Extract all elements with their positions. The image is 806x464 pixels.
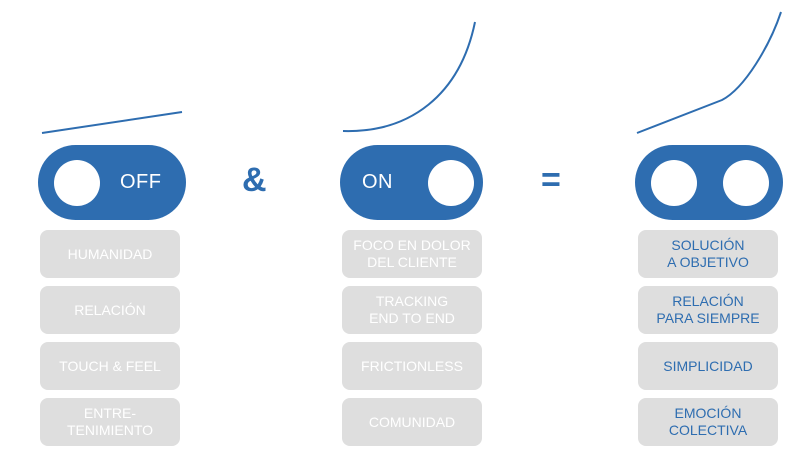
item-solucion-objetivo: SOLUCIÓN A OBJETIVO xyxy=(638,230,778,278)
toggle-knob-right xyxy=(723,160,769,206)
item-humanidad: HUMANIDAD xyxy=(40,230,180,278)
item-frictionless: FRICTIONLESS xyxy=(342,342,482,390)
toggle-label-off: OFF xyxy=(120,171,162,193)
toggle-combined xyxy=(635,145,783,220)
toggle-knob xyxy=(428,160,474,206)
curve-combined xyxy=(636,11,782,134)
item-simplicidad: SIMPLICIDAD xyxy=(638,342,778,390)
item-touch-feel: TOUCH & FEEL xyxy=(40,342,180,390)
item-relacion: RELACIÓN xyxy=(40,286,180,334)
item-tracking: TRACKING END TO END xyxy=(342,286,482,334)
toggle-knob xyxy=(54,160,100,206)
item-relacion-siempre: RELACIÓN PARA SIEMPRE xyxy=(638,286,778,334)
item-foco-dolor: FOCO EN DOLOR DEL CLIENTE xyxy=(342,230,482,278)
and-symbol: & xyxy=(242,161,267,199)
toggle-off: OFF xyxy=(38,145,186,220)
toggle-label-on: ON xyxy=(362,171,393,193)
equals-symbol: = xyxy=(541,161,561,199)
item-comunidad: COMUNIDAD xyxy=(342,398,482,446)
curve-on xyxy=(342,21,476,133)
toggle-knob-left xyxy=(651,160,697,206)
item-emocion-colectiva: EMOCIÓN COLECTIVA xyxy=(638,398,778,446)
curve-off xyxy=(41,111,183,134)
toggle-on: ON xyxy=(340,145,483,220)
item-entretenimiento: ENTRE- TENIMIENTO xyxy=(40,398,180,446)
